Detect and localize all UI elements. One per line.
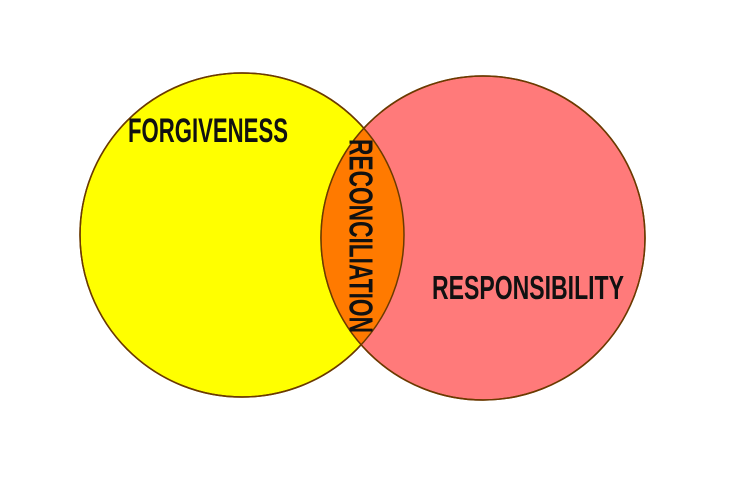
- reconciliation-label: RECONCILIATION: [343, 139, 380, 333]
- responsibility-label: RESPONSIBILITY: [432, 269, 624, 306]
- left-circle-outline: [79, 72, 405, 398]
- right-circle-outline: [320, 75, 646, 401]
- forgiveness-label: FORGIVENESS: [128, 112, 288, 150]
